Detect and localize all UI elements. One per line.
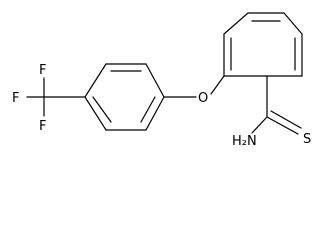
- thiocarbonyl-double-bond-inner: [270, 110, 302, 129]
- thioamide-group: [251, 75, 302, 135]
- atom-label-amine: H₂N: [232, 134, 257, 149]
- phenyl-ring-right: [223, 12, 303, 77]
- ring-bond: [223, 12, 249, 35]
- ring-double-bond: [140, 96, 156, 123]
- thiocarbonyl-double-bond: [266, 116, 299, 135]
- ring-bond: [145, 96, 165, 131]
- ring-double-bond: [92, 96, 112, 123]
- phenyl-ring-left: [84, 63, 165, 131]
- ring-bond: [84, 63, 107, 98]
- bond-carbon-nitrogen: [251, 116, 268, 134]
- atom-label-f-bottom: F: [39, 119, 46, 134]
- atom-label-f-top: F: [39, 63, 46, 78]
- atom-label-oxygen: O: [198, 91, 208, 106]
- atom-label-sulfur: S: [303, 132, 311, 147]
- ring-bond: [283, 12, 303, 35]
- bond-oxygen-ring: [210, 75, 225, 95]
- trifluoromethyl-group: [26, 77, 86, 117]
- ring-bond: [145, 63, 165, 98]
- molecule-structure: F F F O S H₂N: [12, 12, 311, 149]
- atom-label-f-left: F: [12, 91, 19, 106]
- structure-canvas: F F F O S H₂N: [12, 12, 311, 149]
- ether-linkage: [163, 75, 225, 98]
- ring-bond: [84, 96, 107, 131]
